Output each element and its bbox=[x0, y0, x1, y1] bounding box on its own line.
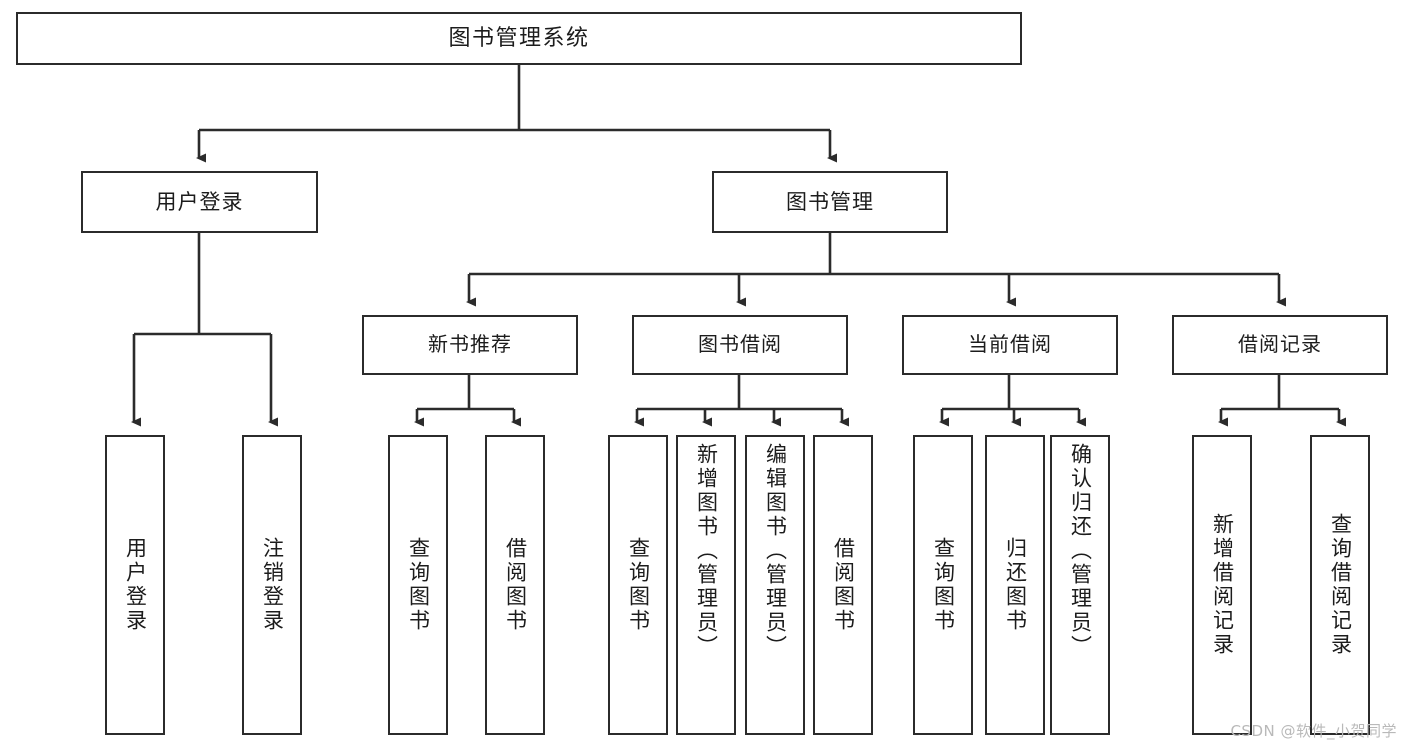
node-label: 新书推荐 bbox=[428, 332, 512, 357]
leaf-add-book-admin[interactable]: 新增图书（管理员） bbox=[676, 435, 736, 735]
node-label: 用户登录 bbox=[155, 189, 244, 214]
leaf-query-book-recommend[interactable]: 查询图书 bbox=[388, 435, 448, 735]
leaf-add-borrow-record[interactable]: 新增借阅记录 bbox=[1192, 435, 1252, 735]
leaf-query-book-current[interactable]: 查询图书 bbox=[913, 435, 973, 735]
leaf-borrow-book-recommend[interactable]: 借阅图书 bbox=[485, 435, 545, 735]
node-label: 当前借阅 bbox=[968, 332, 1052, 357]
leaf-confirm-return-admin[interactable]: 确认归还（管理员） bbox=[1050, 435, 1110, 735]
node-label: 图书管理 bbox=[786, 189, 874, 214]
leaf-borrow-book[interactable]: 借阅图书 bbox=[813, 435, 873, 735]
node-label: 归还图书 bbox=[1003, 537, 1028, 633]
node-label: 用户登录 bbox=[123, 537, 148, 633]
node-label: 注销登录 bbox=[260, 537, 285, 633]
node-label: 查询图书 bbox=[406, 537, 431, 633]
node-label: 查询图书 bbox=[626, 537, 651, 633]
leaf-user-login[interactable]: 用户登录 bbox=[105, 435, 165, 735]
node-label: 图书借阅 bbox=[698, 332, 782, 357]
node-new-book-recommend[interactable]: 新书推荐 bbox=[362, 315, 578, 375]
node-book-management[interactable]: 图书管理 bbox=[712, 171, 948, 233]
node-label: 图书管理系统 bbox=[448, 25, 590, 51]
node-current-borrow[interactable]: 当前借阅 bbox=[902, 315, 1118, 375]
csdn-watermark: CSDN @软件_小贺同学 bbox=[1230, 722, 1397, 740]
node-root-system[interactable]: 图书管理系统 bbox=[16, 12, 1022, 65]
node-label: 确认归还（管理员） bbox=[1068, 443, 1093, 659]
node-label: 新增借阅记录 bbox=[1210, 513, 1235, 657]
node-user-login[interactable]: 用户登录 bbox=[81, 171, 318, 233]
node-label: 借阅图书 bbox=[831, 537, 856, 633]
node-label: 新增图书（管理员） bbox=[694, 443, 719, 659]
node-label: 查询借阅记录 bbox=[1328, 513, 1353, 657]
node-borrow-record[interactable]: 借阅记录 bbox=[1172, 315, 1388, 375]
node-label: 借阅记录 bbox=[1238, 332, 1322, 357]
node-label: 查询图书 bbox=[931, 537, 956, 633]
leaf-logout[interactable]: 注销登录 bbox=[242, 435, 302, 735]
leaf-return-book[interactable]: 归还图书 bbox=[985, 435, 1045, 735]
node-book-borrow[interactable]: 图书借阅 bbox=[632, 315, 848, 375]
leaf-edit-book-admin[interactable]: 编辑图书（管理员） bbox=[745, 435, 805, 735]
leaf-query-borrow-record[interactable]: 查询借阅记录 bbox=[1310, 435, 1370, 735]
node-label: 借阅图书 bbox=[503, 537, 528, 633]
leaf-query-book-borrow[interactable]: 查询图书 bbox=[608, 435, 668, 735]
node-label: 编辑图书（管理员） bbox=[763, 443, 788, 659]
